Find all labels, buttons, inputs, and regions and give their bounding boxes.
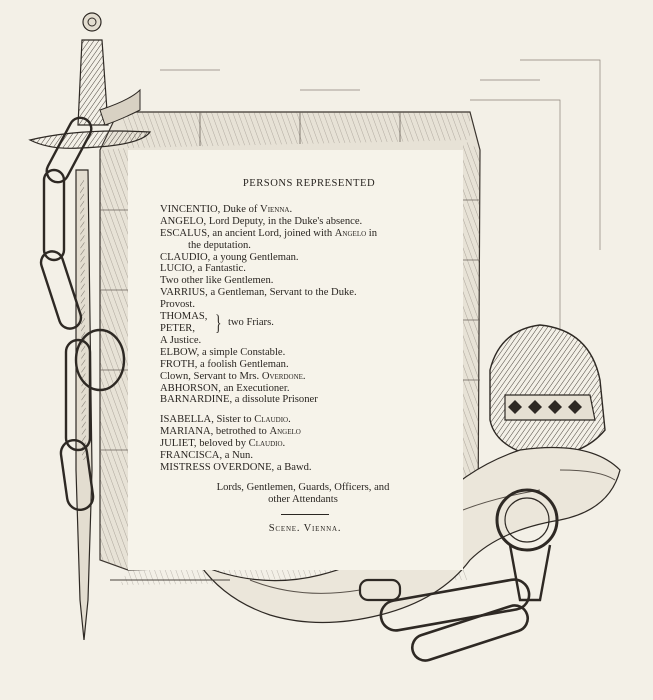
person-desc: an ancient Lord, joined with bbox=[209, 227, 335, 239]
person-desc: a simple Constable. bbox=[199, 346, 286, 358]
person-desc: a dissolute Prisoner bbox=[232, 394, 318, 406]
persons-women: ISABELLA, Sister to Claudio.MARIANA, bet… bbox=[160, 414, 450, 474]
shackle-ring-icon bbox=[358, 488, 559, 662]
person-entry: JULIET, beloved by Claudio. bbox=[160, 438, 450, 450]
persons-group-1: VINCENTIO, Duke of Vienna.ANGELO, Lord D… bbox=[160, 204, 450, 311]
person-entry: BARNARDINE, a dissolute Prisoner bbox=[160, 394, 450, 406]
person-entry: VINCENTIO, Duke of Vienna. bbox=[160, 204, 450, 216]
helmet-icon bbox=[489, 324, 606, 457]
person-name: ANGELO, bbox=[160, 215, 207, 227]
person-desc: in bbox=[366, 227, 378, 239]
person-name: VARRIUS, bbox=[160, 287, 208, 299]
person-name: ABHORSON, bbox=[160, 382, 221, 394]
person-entry: FROTH, a foolish Gentleman. bbox=[160, 359, 450, 371]
person-desc: a foolish Gentleman. bbox=[197, 358, 289, 370]
person-name: BARNARDINE, bbox=[160, 394, 233, 406]
person-entry: ESCALUS, an ancient Lord, joined with An… bbox=[160, 228, 450, 240]
person-reference: Overdone. bbox=[261, 370, 306, 382]
person-entry: Provost. bbox=[160, 299, 450, 311]
person-name: FROTH, bbox=[160, 358, 198, 370]
person-entry: Clown, Servant to Mrs. Overdone. bbox=[160, 371, 450, 383]
person-entry: CLAUDIO, a young Gentleman. bbox=[160, 252, 450, 264]
person-desc: Duke of bbox=[220, 203, 261, 215]
person-desc: a Gentleman, Servant to the Duke. bbox=[207, 287, 357, 299]
paper-panel bbox=[128, 150, 463, 570]
heading: PERSONS REPRESENTED bbox=[242, 178, 376, 189]
person-reference: Claudio. bbox=[248, 438, 286, 450]
person-desc: A Justice. bbox=[160, 334, 202, 346]
person-entry: FRANCISCA, a Nun. bbox=[160, 450, 450, 462]
person-name: LUCIO, bbox=[160, 263, 196, 275]
person-entry: MISTRESS OVERDONE, a Bawd. bbox=[160, 462, 450, 474]
person-reference: Angelo bbox=[269, 426, 301, 438]
person-reference: Claudio. bbox=[254, 414, 291, 426]
friar-name: THOMAS, bbox=[160, 311, 208, 323]
person-desc: an Executioner. bbox=[220, 382, 290, 394]
person-name: ESCALUS, bbox=[160, 227, 210, 239]
person-entry: ELBOW, a simple Constable. bbox=[160, 347, 450, 359]
person-entry: ANGELO, Lord Deputy, in the Duke's absen… bbox=[160, 216, 450, 228]
attendants-line: Lords, Gentlemen, Guards, Officers, and bbox=[216, 481, 390, 493]
person-desc: a Fantastic. bbox=[195, 263, 246, 275]
person-entry: the deputation. bbox=[160, 240, 450, 252]
person-entry: LUCIO, a Fantastic. bbox=[160, 263, 450, 275]
person-desc: Sister to bbox=[213, 414, 255, 426]
persons-group-2: A Justice.ELBOW, a simple Constable.FROT… bbox=[160, 335, 450, 406]
person-desc: a Nun. bbox=[222, 450, 254, 462]
person-desc: the deputation. bbox=[188, 239, 251, 251]
person-name: ISABELLA, bbox=[160, 414, 214, 426]
friar-name: PETER, bbox=[160, 322, 196, 334]
person-entry: ISABELLA, Sister to Claudio. bbox=[160, 414, 450, 426]
person-desc: betrothed to bbox=[213, 426, 270, 438]
person-name: ELBOW, bbox=[160, 346, 200, 358]
person-desc: Provost. bbox=[160, 299, 196, 311]
person-reference: Vienna. bbox=[260, 203, 293, 215]
attendants-line: other Attendants bbox=[268, 493, 338, 505]
person-name: VINCENTIO, bbox=[160, 203, 221, 215]
attendants: Lords, Gentlemen, Guards, Officers, and … bbox=[160, 482, 450, 506]
friars-entry: THOMAS, PETER, } two Friars. bbox=[160, 311, 450, 335]
person-name: CLAUDIO, bbox=[160, 251, 211, 263]
person-entry: A Justice. bbox=[160, 335, 450, 347]
person-desc: Lord Deputy, in the Duke's absence. bbox=[206, 215, 363, 227]
person-entry: MARIANA, betrothed to Angelo bbox=[160, 426, 450, 438]
person-entry: Two other like Gentlemen. bbox=[160, 275, 450, 287]
person-desc: Clown, Servant to Mrs. bbox=[160, 370, 262, 382]
scene-line: Scene. Vienna. bbox=[268, 522, 342, 534]
person-desc: a Bawd. bbox=[274, 461, 312, 473]
dramatis-personae: PERSONS REPRESENTED VINCENTIO, Duke of V… bbox=[160, 178, 450, 535]
person-reference: Angelo bbox=[334, 227, 367, 239]
person-name: MISTRESS OVERDONE, bbox=[160, 461, 275, 473]
brace-symbol: } bbox=[215, 309, 222, 335]
person-entry: ABHORSON, an Executioner. bbox=[160, 383, 450, 395]
person-desc: Two other like Gentlemen. bbox=[160, 275, 274, 287]
person-name: FRANCISCA, bbox=[160, 450, 223, 462]
divider-rule bbox=[281, 513, 329, 515]
person-desc: a young Gentleman. bbox=[210, 251, 299, 263]
person-entry: VARRIUS, a Gentleman, Servant to the Duk… bbox=[160, 287, 450, 299]
chain-icon bbox=[39, 116, 126, 511]
person-name: JULIET, bbox=[160, 438, 197, 450]
friars-desc: two Friars. bbox=[227, 317, 274, 329]
person-desc: beloved by bbox=[196, 438, 249, 450]
person-name: MARIANA, bbox=[160, 426, 214, 438]
